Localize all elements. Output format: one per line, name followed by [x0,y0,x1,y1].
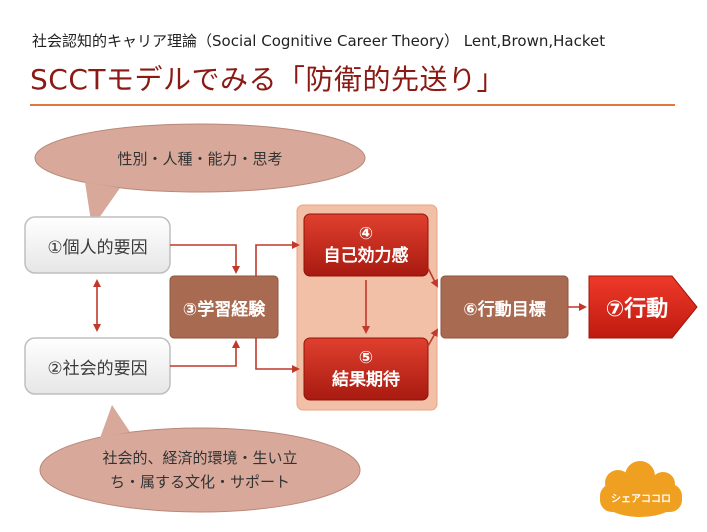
bottom-bubble-line1: 社会的、経済的環境・生い立 [102,449,298,467]
page-title: SCCTモデルでみる「防衛的先送り」 [30,63,505,96]
efficacy-box [303,213,429,277]
outcome-number: ⑤ [358,348,374,368]
learning-box [169,275,279,339]
efficacy-label: ④ 自己効力感 [304,214,428,276]
bottom-bubble-text: 社会的、経済的環境・生い立 ち・属する文化・サポート [60,442,340,498]
bottom-bubble-line2: ち・属する文化・サポート [109,473,290,491]
personal-factor-label: ①個人的要因 [47,237,148,258]
subtitle: 社会認知的キャリア理論（Social Cognitive Career Theo… [32,32,606,50]
bottom-bubble [39,405,361,513]
outcome-text: 結果期待 [332,370,400,390]
logo-text-part2: ココロ [641,493,671,505]
efficacy-number: ④ [358,224,374,244]
action-label: ⑦行動 [605,297,669,322]
social-factor-label: ②社会的要因 [47,358,148,379]
logo-text-part1: シェア [611,493,641,505]
action-arrow-shape [588,275,698,339]
learning-label: ③学習経験 [182,299,266,320]
outcome-label: ⑤ 結果期待 [304,338,428,400]
share-kokoro-logo [600,461,682,517]
top-bubble-text: 性別・人種・能力・思考 [117,149,283,168]
goal-label: ⑥行動目標 [463,299,546,320]
efficacy-text: 自己効力感 [323,246,409,266]
connectors [93,241,587,373]
title-divider [30,104,675,106]
logo-text: シェアココロ [600,484,682,510]
outcome-box [303,337,429,401]
